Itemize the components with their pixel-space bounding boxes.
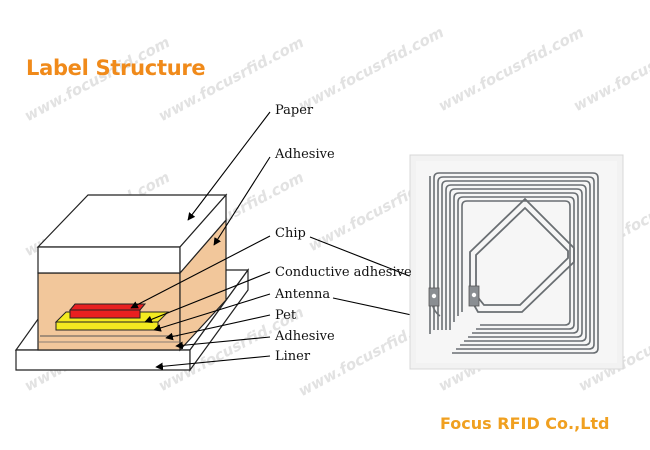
chip-front bbox=[69, 309, 141, 319]
label-pet: Pet bbox=[275, 308, 297, 323]
layer-block bbox=[14, 193, 250, 372]
paper-front bbox=[37, 246, 181, 274]
page-title: Label Structure bbox=[26, 56, 206, 80]
antenna-layer-front bbox=[55, 321, 159, 331]
company-name: Focus RFID Co.,Ltd bbox=[440, 414, 610, 433]
inner-loop bbox=[469, 197, 575, 313]
liner-front bbox=[15, 349, 191, 371]
label-antenna: Antenna bbox=[275, 287, 331, 302]
label-adhesive-bottom: Adhesive bbox=[275, 329, 335, 344]
label-chip: Chip bbox=[275, 226, 306, 241]
leader-arrows bbox=[130, 111, 464, 371]
antenna-coil bbox=[429, 172, 599, 354]
rfid-tag-photo bbox=[409, 154, 624, 370]
paper-side bbox=[179, 193, 227, 275]
label-adhesive-top: Adhesive bbox=[275, 147, 335, 162]
chip-dot bbox=[471, 292, 477, 298]
label-paper: Paper bbox=[275, 103, 314, 118]
chip-dot bbox=[431, 293, 437, 299]
label-conductive-adhesive: Conductive adhesive bbox=[275, 265, 412, 280]
label-liner: Liner bbox=[275, 349, 311, 364]
